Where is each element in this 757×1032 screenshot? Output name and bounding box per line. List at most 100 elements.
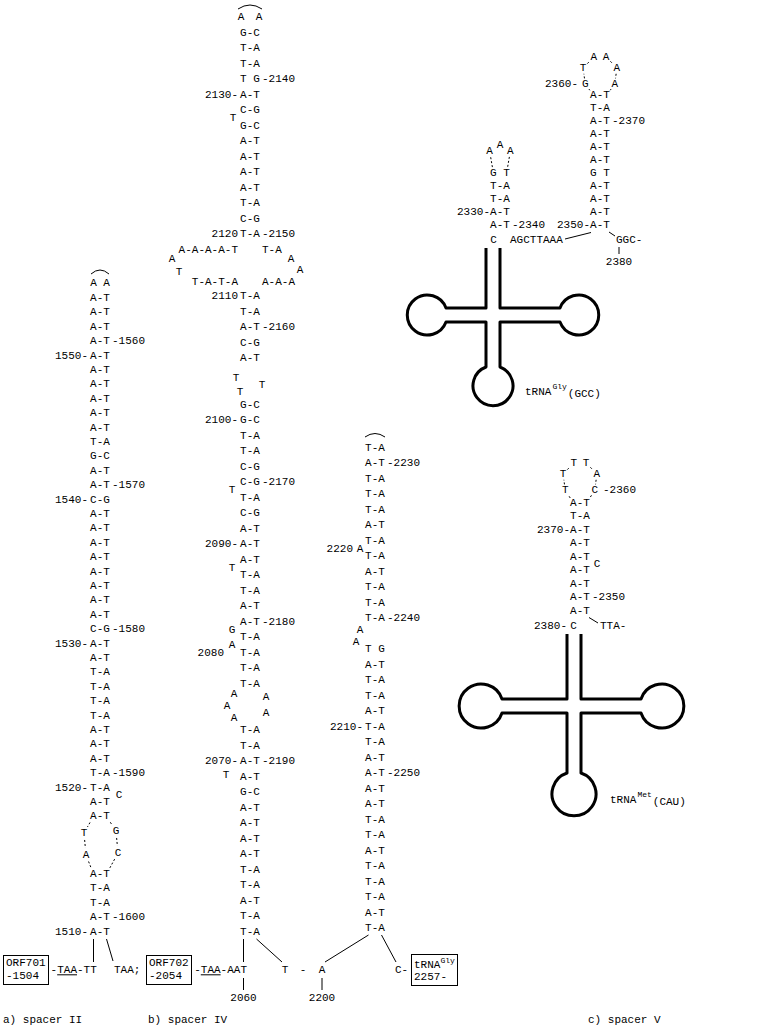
base-pair: A-T [240,802,260,814]
base-pair: C-G [240,213,260,225]
strand-link [565,233,591,240]
base-pair: A-T [590,180,610,192]
nucleotide: - [300,964,307,976]
strand-link [325,935,369,962]
loop-backbone [590,467,592,469]
nucleotide: A [614,62,621,74]
base-pair: T-A [365,581,385,593]
nucleotide: T [580,62,587,74]
base-pair: T-A [90,897,110,909]
loop-backbone [87,822,90,826]
base-pair: A-T [365,783,385,795]
base-pair: T-A [365,721,385,733]
strand-link [609,232,615,236]
base-pair: A-T [90,738,110,750]
base-pair: A-T [240,833,260,845]
base-pair: A-T [90,796,110,808]
panel-caption: c) spacer V [588,1014,661,1026]
position-number: -2150 [262,228,295,240]
base-pair: C-G [240,507,260,519]
flanking-sequence: -TAA-TT [51,964,97,976]
position-number: 1530- [55,638,88,650]
nucleotide: T [237,386,244,398]
loop-backbone [590,495,592,498]
base-pair: A-T [90,335,110,347]
position-tick [322,978,323,990]
position-number: 2080 [198,647,224,659]
nucleotide: A [231,688,238,700]
nucleotide: T [229,484,236,496]
nucleotide: A [591,51,598,63]
base-pair: T-A [90,436,110,448]
base-pair: G T [490,167,510,179]
position-number: -2340 [512,219,545,231]
base-pair: A-T [90,479,110,491]
base-pair: T-A [240,879,260,891]
nucleotide: C [115,847,122,859]
nucleotide: A [297,264,304,276]
loop-backbone [563,480,565,485]
position-number: 2200 [309,992,335,1004]
position-number: 1520- [55,782,88,794]
base-pair: T-A [90,710,110,722]
base-pair: T-A [365,891,385,903]
flanking-sequence: -TAA-AAT [194,964,247,976]
base-pair: A-T [240,151,260,163]
base-pair: A-T [240,538,260,550]
base-pair: A-T [365,519,385,531]
base-pair: A-T [240,321,260,333]
base-pair: G-C [240,414,260,426]
nucleotide: G [582,78,589,90]
position-number: 2380- [534,620,567,632]
trna-label: Met [637,791,651,800]
nucleotide: A-A-A-A-T [179,244,238,256]
base-pair: T-A [240,926,260,938]
base-pair: A-T [90,364,110,376]
sequence-box: ORF702-2054 [146,955,192,984]
base-pair: A-T [240,352,260,364]
position-number: 2350- [557,219,590,231]
nucleotide: C [116,789,123,801]
nucleotide: A [603,51,610,63]
base-pair: A-T [240,600,260,612]
base-pair: T-A [90,666,110,678]
base-pair: A-T [240,755,260,767]
nucleotide: C [594,558,601,570]
nucleotide: A [486,145,493,157]
base-pair: A-T [90,724,110,736]
base-pair: A-T [90,911,110,923]
base-pair: A-T [570,497,590,509]
base-pair: A-T [240,182,260,194]
base-pair: A-T [365,659,385,671]
base-pair: G-C [240,399,260,411]
nucleotide: A [357,543,364,555]
base-pair: T-A [90,767,110,779]
base-pair: A-T [240,89,260,101]
base-pair: T-A [240,631,260,643]
base-pair: A-T [570,578,590,590]
nucleotide: A [288,253,295,265]
nucleotide: T [176,266,183,278]
base-pair: T-A [240,228,260,240]
base-pair: T-A [240,58,260,70]
base-pair: A-T [240,771,260,783]
base-pair: A-T [90,652,110,664]
base-pair: T-A [490,180,510,192]
nucleotide: T [282,964,289,976]
base-pair: A-T [90,566,110,578]
base-pair: A-T [90,537,110,549]
nucleotide: T [562,484,569,496]
loop-backbone [587,61,589,63]
nucleotide: T [583,457,590,469]
base-pair: T-A [90,782,110,794]
box-text: 2257- [414,971,447,983]
position-number: -2240 [387,612,420,624]
flanking-sequence: C [570,620,577,632]
base-pair: A-T [90,522,110,534]
nucleotide: A [83,849,90,861]
box-text: ORF701 [6,957,46,969]
position-number: -1570 [112,479,145,491]
trna-label: Gly [552,383,566,392]
loop-arc [91,270,109,274]
